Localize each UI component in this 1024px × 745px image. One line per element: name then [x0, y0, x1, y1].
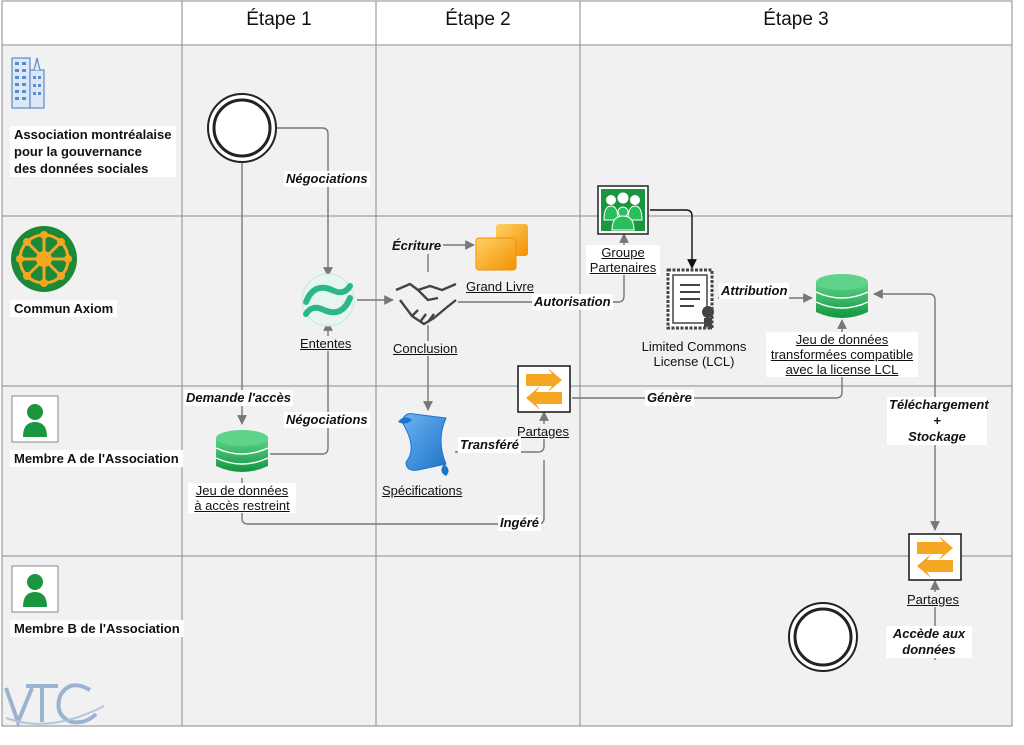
- edge-label-ecriture: Écriture: [390, 238, 444, 254]
- edge-label-attribution: Attribution: [719, 283, 790, 299]
- connector-negociations-2: [270, 321, 333, 455]
- connector-telechargement: [873, 289, 940, 531]
- edge-label-negociations-1: Négociations: [284, 171, 370, 187]
- node-groupe-line: Groupe: [601, 245, 645, 260]
- grand-livre-icon[interactable]: [475, 224, 528, 271]
- node-grand-livre-label[interactable]: Grand Livre: [466, 279, 534, 294]
- edge-label-line: données: [902, 642, 956, 657]
- node-jeu-restreint-line: Jeu de données: [195, 483, 289, 498]
- edge-label-line: Accède aux: [892, 626, 966, 641]
- scroll-icon[interactable]: [398, 413, 449, 476]
- edge-label-genere: Génère: [645, 390, 694, 406]
- lane-label-commun-axiom: Commun Axiom: [10, 300, 118, 317]
- person-icon: [11, 565, 59, 613]
- connector-genere: [572, 319, 847, 399]
- edge-label-accede: Accède aux données: [886, 626, 972, 658]
- commun-axiom-logo-icon: [11, 226, 77, 292]
- connector-negociations-1: [277, 127, 333, 277]
- lane-label-line: pour la gouvernance: [14, 144, 142, 159]
- node-lcl-label[interactable]: Limited Commons License (LCL): [632, 339, 756, 369]
- node-specifications-label[interactable]: Spécifications: [382, 483, 463, 498]
- node-jeu-transforme-label[interactable]: Jeu de données transformées compatible a…: [766, 332, 918, 377]
- partages-icon[interactable]: [517, 365, 571, 413]
- lane-label-line: des données sociales: [14, 161, 149, 176]
- node-lcl-line: Limited Commons: [641, 339, 747, 354]
- node-lcl-line: License (LCL): [653, 354, 735, 369]
- edge-label-negociations-2: Négociations: [284, 412, 370, 428]
- stage-header-2: Étape 2: [445, 9, 511, 30]
- edge-label-line: Stockage: [908, 429, 966, 444]
- building-icon: [11, 57, 45, 109]
- person-icon: [11, 395, 59, 443]
- edge-label-ingere: Ingéré: [498, 515, 542, 531]
- connector-ingere: [241, 460, 545, 525]
- node-partages-a-label[interactable]: Partages: [517, 424, 570, 439]
- handshake-icon[interactable]: [395, 282, 457, 326]
- ententes-icon[interactable]: [301, 273, 355, 327]
- connector-groupe-lcl: [650, 209, 697, 269]
- node-jeu-transforme-line: Jeu de données: [795, 332, 889, 347]
- node-jeu-restreint-line: à accès restreint: [194, 498, 290, 513]
- lane-label-association: Association montréalaise pour la gouvern…: [10, 126, 176, 177]
- pool-border: [1, 0, 1013, 727]
- vtc-logo-icon: [4, 683, 105, 728]
- lane-label-line: Association montréalaise: [14, 127, 172, 142]
- edge-label-transfere: Transféré: [458, 437, 522, 453]
- node-groupe-line: Partenaires: [589, 260, 657, 275]
- database-icon[interactable]: [815, 274, 869, 318]
- lane-label-membre-b: Membre B de l'Association: [10, 620, 184, 637]
- certificate-icon[interactable]: [666, 268, 714, 330]
- stage-header-1: Étape 1: [246, 9, 312, 30]
- edge-label-demande: Demande l'accès: [184, 390, 293, 406]
- edge-label-autorisation: Autorisation: [532, 294, 613, 310]
- edge-label-line: Téléchargement: [889, 397, 989, 412]
- node-jeu-restreint-label[interactable]: Jeu de données à accès restreint: [188, 483, 296, 513]
- partages-icon[interactable]: [908, 533, 962, 581]
- connector-autorisation: [458, 233, 629, 303]
- end-circle-icon[interactable]: [788, 602, 858, 672]
- database-icon[interactable]: [215, 430, 269, 472]
- lane-label-membre-a: Membre A de l'Association: [10, 450, 183, 467]
- start-circle-icon[interactable]: [207, 93, 277, 163]
- node-partages-b-label[interactable]: Partages: [907, 592, 960, 607]
- stage-header-3: Étape 3: [763, 9, 829, 30]
- connector-transfere: [455, 411, 549, 453]
- node-ententes-label[interactable]: Ententes: [300, 336, 352, 351]
- edge-label-line: +: [933, 413, 941, 428]
- groupe-icon[interactable]: [597, 185, 649, 235]
- node-groupe-label[interactable]: Groupe Partenaires: [586, 245, 660, 275]
- edge-label-telechargement: Téléchargement + Stockage: [887, 397, 989, 445]
- node-jeu-transforme-line: transformées compatible: [770, 347, 914, 362]
- node-conclusion-label[interactable]: Conclusion: [393, 341, 458, 356]
- node-jeu-transforme-line: avec la license LCL: [785, 362, 899, 377]
